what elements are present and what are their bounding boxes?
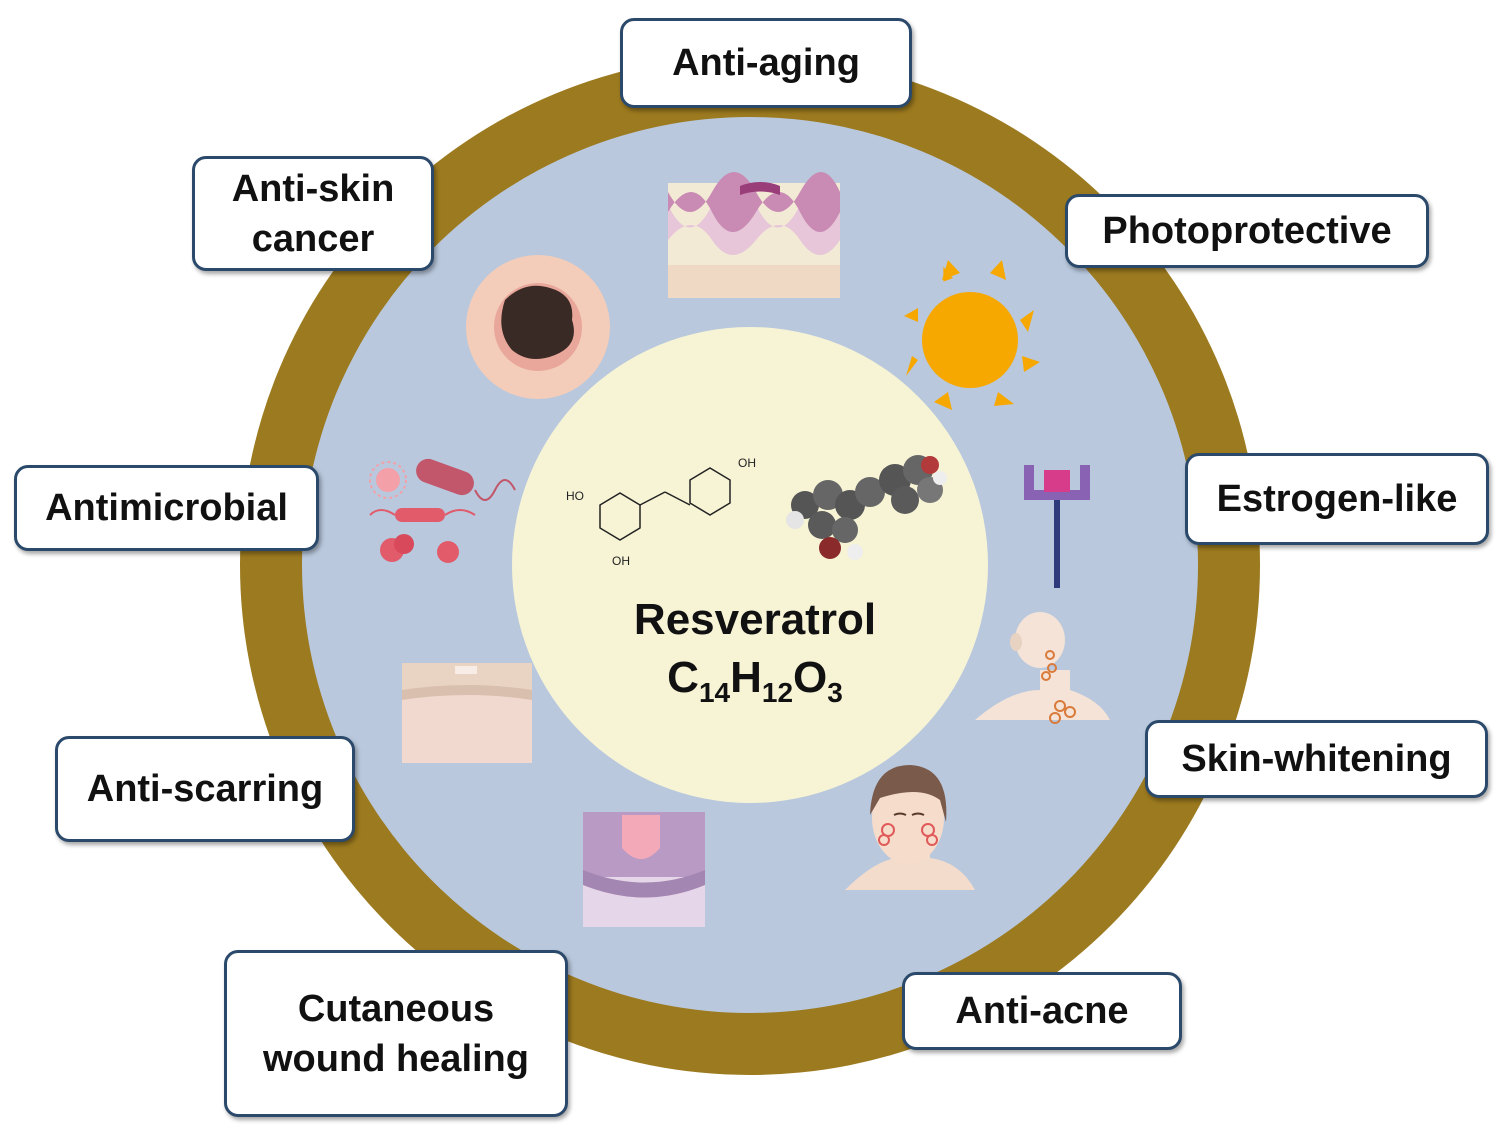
- label-anti-aging: Anti-aging: [620, 18, 912, 108]
- label-skin-whitening: Skin-whitening: [1145, 720, 1488, 798]
- scar-skin-icon: [402, 663, 532, 763]
- wound-skin-icon: [583, 812, 705, 927]
- chemical-structure-icon: [599, 467, 731, 541]
- formula-c: C: [667, 653, 699, 702]
- oh-bottom-label: OH: [612, 554, 630, 568]
- skin-layers-icon: [668, 172, 840, 298]
- label-photoprotective: Photoprotective: [1065, 194, 1429, 268]
- molecule-3d-icon: [786, 455, 947, 560]
- formula-h-count: 12: [761, 677, 794, 708]
- compound-name: Resveratrol: [633, 595, 877, 644]
- inner-disc: [512, 327, 988, 803]
- melanoma-icon: [466, 255, 610, 399]
- microbes-icon: [369, 458, 516, 563]
- formula-c-count: 14: [698, 677, 731, 708]
- pigmented-neck-icon: [975, 612, 1110, 724]
- label-anti-skin-cancer: Anti-skin cancer: [192, 156, 434, 271]
- formula-o: O: [793, 653, 828, 702]
- label-anti-acne: Anti-acne: [902, 972, 1182, 1050]
- label-estrogen-like: Estrogen-like: [1185, 453, 1489, 545]
- oh-right-label: OH: [738, 456, 756, 470]
- label-antimicrobial: Antimicrobial: [14, 465, 319, 551]
- ho-top-label: HO: [566, 489, 584, 503]
- formula-o-count: 3: [827, 677, 843, 708]
- sun-icon: [904, 260, 1040, 410]
- label-cutaneous-wound-healing: Cutaneous wound healing: [224, 950, 568, 1117]
- label-anti-scarring: Anti-scarring: [55, 736, 355, 842]
- receptor-icon: [1024, 465, 1090, 588]
- formula-h: H: [730, 653, 762, 702]
- acne-face-icon: [845, 765, 975, 890]
